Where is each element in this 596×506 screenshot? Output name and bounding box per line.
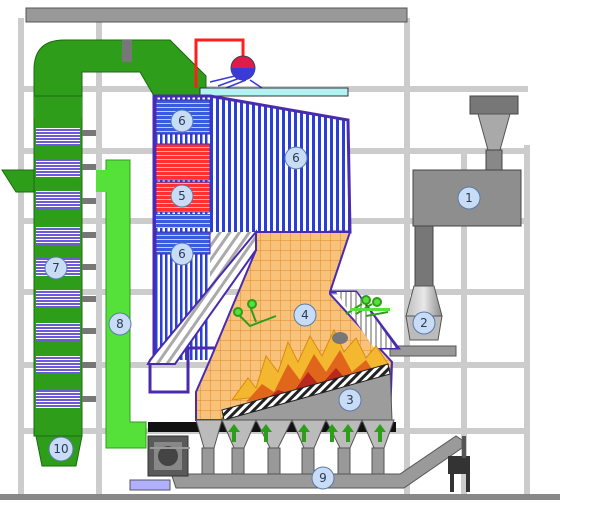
label-2: 2 [412, 311, 436, 335]
label-8: 8 [108, 312, 132, 336]
label-1: 1 [457, 186, 481, 210]
air-nozzles [233, 295, 390, 328]
svg-text:1: 1 [465, 191, 473, 205]
svg-text:6: 6 [178, 247, 186, 261]
svg-text:6: 6 [292, 151, 300, 165]
ash-hoppers [195, 419, 395, 479]
air-duct [96, 159, 147, 449]
label-6-lower: 6 [170, 242, 194, 266]
air-fan [129, 435, 190, 491]
steam-drum [194, 38, 263, 89]
label-6-right: 6 [284, 146, 308, 170]
label-5: 5 [170, 184, 194, 208]
svg-text:5: 5 [178, 189, 186, 203]
svg-text:10: 10 [53, 442, 68, 456]
roof-beam [25, 7, 408, 23]
svg-text:2: 2 [420, 316, 428, 330]
label-3: 3 [338, 388, 362, 412]
economizer [33, 95, 96, 467]
ground-line [0, 494, 560, 500]
svg-text:3: 3 [346, 393, 354, 407]
label-6-top: 6 [170, 109, 194, 133]
svg-text:6: 6 [178, 114, 186, 128]
ash-conveyor [169, 435, 470, 492]
flue-duct [1, 39, 207, 193]
svg-text:7: 7 [52, 261, 60, 275]
number-labels: 1 2 3 4 5 6 6 6 [44, 109, 481, 490]
svg-text:9: 9 [319, 471, 327, 485]
svg-text:4: 4 [301, 308, 309, 322]
label-9: 9 [311, 466, 335, 490]
label-4: 4 [293, 303, 317, 327]
svg-text:8: 8 [116, 317, 124, 331]
label-7: 7 [44, 256, 68, 280]
label-10: 10 [48, 436, 74, 462]
